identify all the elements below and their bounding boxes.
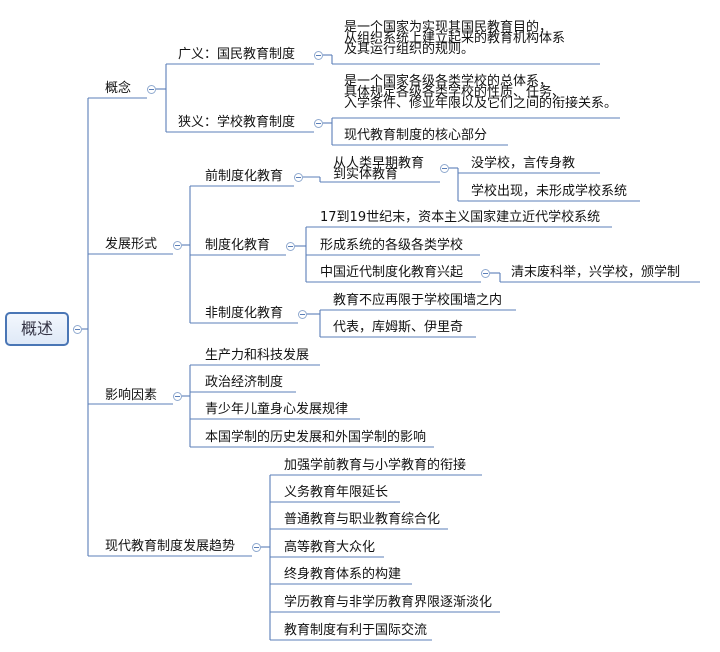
node-trends[interactable]: 现代教育制度发展趋势 xyxy=(105,539,236,554)
node-trend-3[interactable]: 普通教育与职业教育综合化 xyxy=(284,512,441,527)
broad-desc-line-1: 是一个国家为实现其国民教育目的， xyxy=(344,20,553,35)
narrow-desc-line-3: 入学条件、修业年限以及它们之间的衔接关系。 xyxy=(344,96,618,111)
node-non-institutional[interactable]: 非制度化教育 xyxy=(205,306,284,321)
root-node[interactable]: 概述 xyxy=(5,312,69,346)
collapse-toggle-forms[interactable] xyxy=(173,241,182,250)
broad-desc-line-2: 从组织系统上建立起来的教育机构体系 xyxy=(344,31,566,46)
node-trend-4[interactable]: 高等教育大众化 xyxy=(284,540,376,555)
narrow-desc-line-2: 具体规定各级各类学校的性质、任务、 xyxy=(344,85,566,100)
node-factor-2[interactable]: 政治经济制度 xyxy=(205,375,284,390)
node-factor-3[interactable]: 青少年儿童身心发展规律 xyxy=(205,402,349,417)
node-inst-item-1[interactable]: 17到19世纪末，资本主义国家建立近代学校系统 xyxy=(320,210,601,225)
node-broad[interactable]: 广义：国民教育制度 xyxy=(178,47,296,62)
node-narrow-desc[interactable]: 是一个国家各级各类学校的总体系， 具体规定各级各类学校的性质、任务、 入学条件、… xyxy=(344,74,618,111)
collapse-toggle-pre-institutional[interactable] xyxy=(294,173,303,182)
node-broad-desc[interactable]: 是一个国家为实现其国民教育目的， 从组织系统上建立起来的教育机构体系 及其运行组… xyxy=(344,20,566,57)
node-trend-5[interactable]: 终身教育体系的构建 xyxy=(284,567,402,582)
collapse-toggle-institutional[interactable] xyxy=(286,242,295,251)
node-concept[interactable]: 概念 xyxy=(105,81,132,96)
node-pre-sub[interactable]: 从人类早期教育 到实体教育 xyxy=(333,156,425,182)
node-factor-1[interactable]: 生产力和科技发展 xyxy=(205,348,310,363)
node-pre-item-2[interactable]: 学校出现，未形成学校系统 xyxy=(471,184,628,199)
node-trend-7[interactable]: 教育制度有利于国际交流 xyxy=(284,623,428,638)
node-narrow[interactable]: 狭义：学校教育制度 xyxy=(178,115,296,130)
node-pre-item-1[interactable]: 没学校，言传身教 xyxy=(471,156,576,171)
node-pre-institutional[interactable]: 前制度化教育 xyxy=(205,169,284,184)
node-factor-4[interactable]: 本国学制的历史发展和外国学制的影响 xyxy=(205,430,427,445)
collapse-toggle-trends[interactable] xyxy=(252,543,261,552)
broad-desc-line-3: 及其运行组织的规则。 xyxy=(344,42,475,57)
node-trend-1[interactable]: 加强学前教育与小学教育的衔接 xyxy=(284,458,467,473)
collapse-toggle-concept[interactable] xyxy=(147,85,156,94)
collapse-toggle-narrow[interactable] xyxy=(314,119,323,128)
node-inst-china[interactable]: 清末废科举，兴学校，颁学制 xyxy=(511,265,681,280)
node-inst-item-3[interactable]: 中国近代制度化教育兴起 xyxy=(320,265,464,280)
node-trend-2[interactable]: 义务教育年限延长 xyxy=(284,485,389,500)
pre-sub-line-1: 从人类早期教育 xyxy=(333,156,425,171)
node-non-item-2[interactable]: 代表，库姆斯、伊里奇 xyxy=(333,320,464,335)
collapse-toggle-broad[interactable] xyxy=(314,51,323,60)
node-trend-6[interactable]: 学历教育与非学历教育界限逐渐淡化 xyxy=(284,595,493,610)
collapse-toggle-factors[interactable] xyxy=(173,392,182,401)
narrow-desc-line-1: 是一个国家各级各类学校的总体系， xyxy=(344,74,553,89)
node-forms[interactable]: 发展形式 xyxy=(105,237,158,252)
pre-sub-line-2: 到实体教育 xyxy=(333,167,399,182)
collapse-toggle-pre-sub[interactable] xyxy=(440,164,449,173)
node-factors[interactable]: 影响因素 xyxy=(105,388,158,403)
collapse-toggle-non-institutional[interactable] xyxy=(298,310,307,319)
collapse-toggle-root[interactable] xyxy=(73,325,82,334)
node-institutional[interactable]: 制度化教育 xyxy=(205,238,271,253)
node-non-item-1[interactable]: 教育不应再限于学校围墙之内 xyxy=(333,293,503,308)
node-inst-item-2[interactable]: 形成系统的各级各类学校 xyxy=(320,238,464,253)
node-narrow-core[interactable]: 现代教育制度的核心部分 xyxy=(344,128,488,143)
collapse-toggle-china[interactable] xyxy=(481,269,490,278)
